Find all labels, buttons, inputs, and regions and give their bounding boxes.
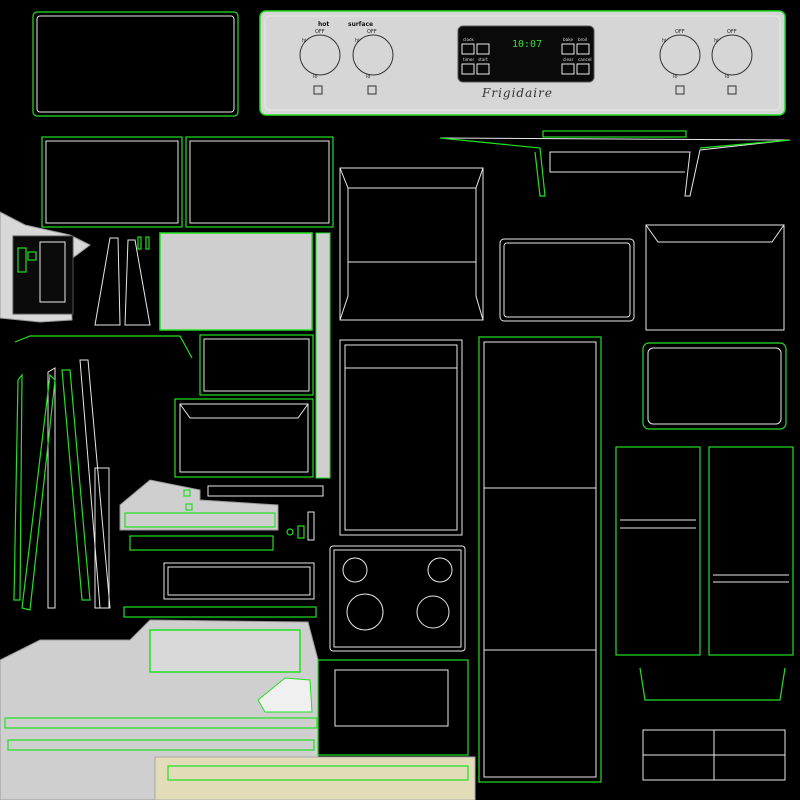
control-panel-island: 10:07 clock bake broil timer start clear…: [259, 10, 786, 116]
uv-island-top-bracket: [439, 130, 791, 197]
uv-island-left-parts: [0, 211, 331, 479]
uv-island-gray-lower: [0, 479, 476, 800]
uv-island-oven-door: [339, 336, 602, 783]
key-start: start: [478, 57, 488, 62]
key-broil: broil: [578, 37, 587, 42]
svg-text:hi: hi: [355, 38, 360, 44]
clock-display: 10:07: [512, 39, 542, 50]
uv-island-middle-left: [174, 334, 324, 497]
svg-text:OFF: OFF: [367, 29, 377, 35]
svg-text:lo: lo: [725, 74, 729, 80]
svg-text:OFF: OFF: [675, 29, 685, 35]
key-bake: bake: [563, 37, 573, 42]
svg-text:hi: hi: [302, 38, 307, 44]
uv-island-left-strips: [13, 335, 193, 611]
label-hot: hot: [318, 21, 329, 28]
key-timer: timer: [463, 57, 474, 62]
key-clear: clear: [563, 57, 574, 62]
key-cancel: cancel: [578, 57, 592, 62]
svg-text:OFF: OFF: [727, 29, 737, 35]
svg-text:lo: lo: [366, 74, 370, 80]
svg-text:OFF: OFF: [315, 29, 325, 35]
svg-text:hi: hi: [714, 38, 719, 44]
brand-logo: Frigidaire: [481, 86, 553, 100]
uv-island-oven-box: [339, 167, 787, 430]
svg-text:lo: lo: [313, 74, 317, 80]
key-clock: clock: [463, 37, 474, 42]
knob-right-1: OFF hi lo: [659, 29, 701, 80]
uv-island-small-bits: [183, 489, 315, 541]
knob-right-2: OFF hi lo: [711, 29, 753, 80]
knob-left-1: OFF hi lo: [299, 29, 341, 80]
uv-island-side-panels: [615, 446, 794, 781]
svg-text:hi: hi: [662, 38, 667, 44]
uv-island-top-left: [32, 11, 334, 228]
label-surface: surface: [348, 21, 373, 28]
uv-island-cooktop: [317, 545, 469, 756]
svg-text:lo: lo: [673, 74, 677, 80]
knob-left-2: OFF hi lo: [352, 29, 394, 80]
